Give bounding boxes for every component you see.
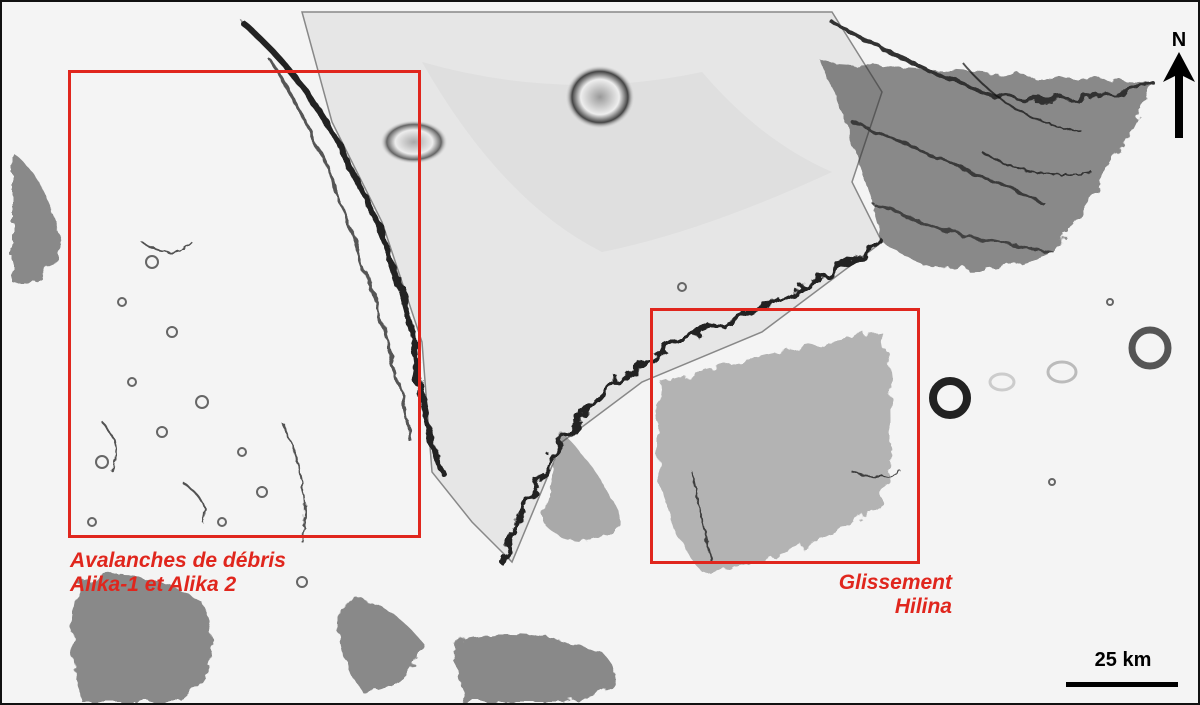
zone-box-hilina <box>650 308 920 564</box>
scale-bar-label: 25 km <box>1094 649 1152 671</box>
zone-label-line: Avalanches de débris <box>70 549 286 572</box>
zone-label-line: Glissement <box>838 571 952 594</box>
zone-label-hilina: Glissement Hilina <box>772 571 952 619</box>
zone-label-line: Alika-1 et Alika 2 <box>70 573 237 596</box>
zone-label-alika: Avalanches de débris Alika-1 et Alika 2 <box>70 549 286 597</box>
zone-box-alika <box>68 70 421 538</box>
north-label: N <box>1171 29 1187 51</box>
north-arrow-icon <box>1163 52 1195 138</box>
zone-label-line: Hilina <box>894 595 952 618</box>
scale-bar <box>1066 682 1178 687</box>
